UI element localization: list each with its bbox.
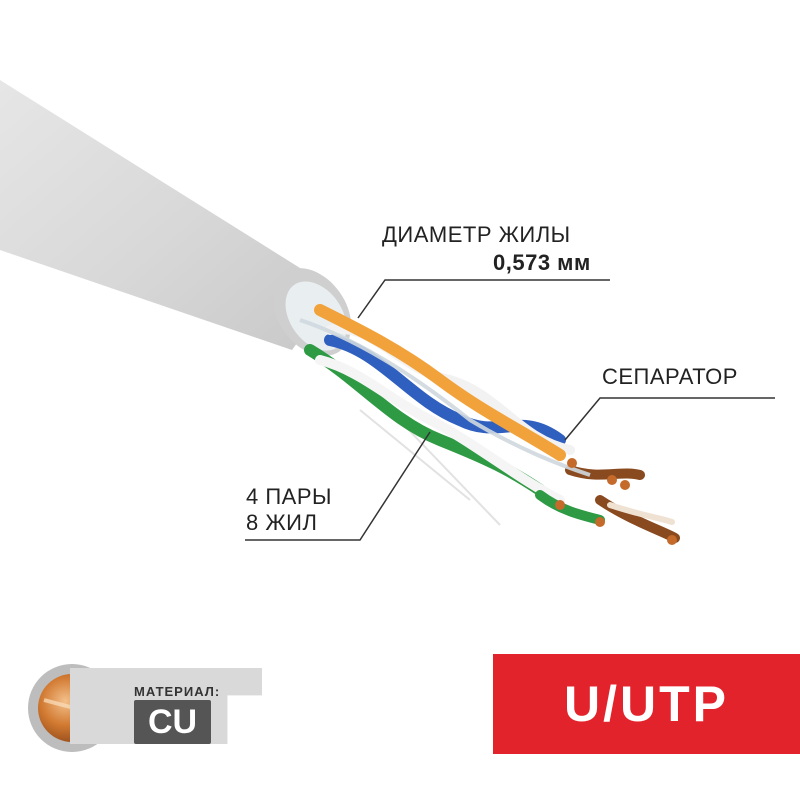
cable-type-label: U/UTP [564,676,729,732]
material-badge: МАТЕРИАЛ: CU [22,658,262,758]
pairs-count-label: 4 ПАРЫ [246,484,332,509]
cable-type-badge: U/UTP [493,654,800,754]
material-value: CU [134,700,212,744]
separator-label: СЕПАРАТОР [602,364,738,389]
twisted-pairs [304,304,680,543]
material-label: МАТЕРИАЛ: [134,684,221,699]
cable-jacket [0,80,352,356]
callout-lines [245,279,775,541]
pairs-leader-line [245,431,431,541]
separator-leader-line [564,397,775,441]
copper-conductors [555,458,677,545]
diameter-leader-line [357,279,610,319]
diameter-value: 0,573 мм [493,250,591,275]
wires-count-label: 8 ЖИЛ [246,510,318,535]
separator-spline [299,318,591,477]
diameter-title: ДИАМЕТР ЖИЛЫ [382,222,571,247]
